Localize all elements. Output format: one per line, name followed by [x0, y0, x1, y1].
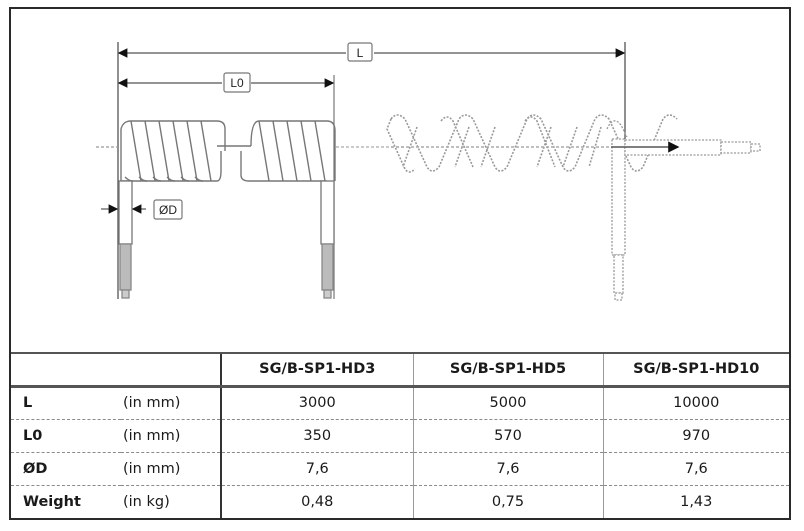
cell-value: 7,6 — [220, 452, 413, 486]
dimension-L: L — [117, 42, 626, 299]
label-L: L — [357, 46, 364, 60]
cell-value: 970 — [602, 419, 789, 453]
cell-value: 350 — [220, 419, 413, 453]
table-row: L0 (in mm) 350 570 970 — [11, 419, 789, 453]
cell-value: 7,6 — [602, 452, 789, 486]
row-param: L — [11, 386, 121, 420]
row-param: Weight — [23, 493, 81, 510]
compressed-coil-left — [120, 120, 336, 182]
dimension-L0: L0 — [117, 72, 335, 299]
specification-table: SG/B-SP1-HD3 SG/B-SP1-HD5 SG/B-SP1-HD10 … — [11, 352, 789, 518]
extended-coil — [386, 114, 678, 173]
fitting-right-vertical — [606, 120, 628, 301]
cell-value: 10000 — [602, 386, 789, 420]
table-header-row: SG/B-SP1-HD3 SG/B-SP1-HD5 SG/B-SP1-HD10 — [11, 352, 789, 388]
column-header: SG/B-SP1-HD3 — [220, 352, 413, 388]
cell-value: 5000 — [412, 386, 603, 420]
spiral-hose-drawing: L L0 — [11, 9, 789, 352]
column-header: SG/B-SP1-HD10 — [602, 352, 789, 388]
header-blank — [11, 352, 221, 388]
table-row: L (in mm) 3000 5000 10000 — [11, 386, 789, 420]
label-OD: ØD — [159, 203, 177, 217]
row-param: ØD — [11, 452, 121, 486]
cell-value: 7,6 — [412, 452, 603, 486]
cell-value: 570 — [412, 419, 603, 453]
column-header: SG/B-SP1-HD5 — [412, 352, 603, 388]
label-L0: L0 — [230, 76, 244, 90]
table-row: ØD (in mm) 7,6 7,6 7,6 — [11, 452, 789, 486]
cell-value: 0,75 — [412, 485, 603, 518]
row-param: L0 — [11, 419, 121, 453]
table-row: Weight (in kg) 0,48 0,75 1,43 — [11, 485, 789, 518]
cell-value: 3000 — [220, 386, 413, 420]
cell-value: 1,43 — [602, 485, 789, 518]
fitting-left — [118, 180, 133, 299]
fitting-right-horizontal — [611, 139, 761, 156]
dimension-OD: ØD — [101, 199, 183, 220]
spec-sheet-frame: L L0 — [9, 7, 791, 520]
row-unit: (in mm) — [121, 386, 221, 420]
row-unit: (in mm) — [121, 419, 221, 453]
technical-drawing: L L0 — [96, 42, 761, 301]
row-unit: (in mm) — [121, 452, 221, 486]
cell-value: 0,48 — [220, 485, 413, 518]
fitting-middle — [320, 180, 335, 299]
row-unit: (in kg) — [123, 493, 170, 510]
